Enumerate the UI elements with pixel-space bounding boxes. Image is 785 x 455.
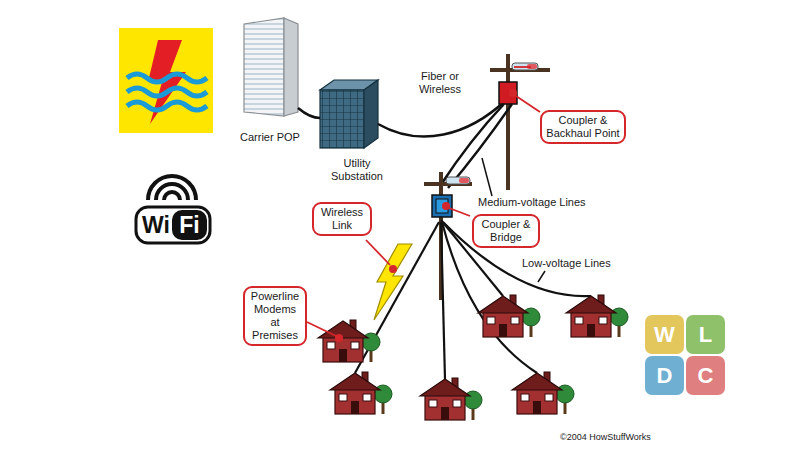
logo-word: Fi xyxy=(172,211,207,239)
illustration-part xyxy=(298,108,320,118)
house xyxy=(566,295,628,337)
utility-logo xyxy=(119,28,213,133)
wifi-logo xyxy=(136,176,210,243)
line-label: Medium-voltage Lines xyxy=(478,196,598,209)
illustration-part xyxy=(441,222,445,379)
callout-text: Coupler & Bridge xyxy=(478,218,534,244)
illustration-part xyxy=(389,265,397,273)
illustration-part xyxy=(172,210,207,240)
callout-text: Coupler & Backhaul Point xyxy=(546,114,620,140)
illustration-part xyxy=(499,82,517,104)
logo-wave xyxy=(127,88,207,96)
illustration-part xyxy=(148,176,196,200)
illustration-part xyxy=(284,18,298,116)
illustration-part xyxy=(366,240,390,265)
callout-text: Powerline Modems at Premises xyxy=(249,290,301,342)
illustration-part xyxy=(686,356,725,395)
illustration-part xyxy=(156,184,188,200)
callout-box: Coupler & Bridge xyxy=(472,214,540,248)
illustration-part xyxy=(512,63,538,70)
illustration-part xyxy=(307,322,336,336)
logo-letter: W xyxy=(645,315,684,354)
callout-box: Coupler & Backhaul Point xyxy=(540,110,626,144)
illustration-part xyxy=(164,192,180,200)
illustration-part xyxy=(448,104,512,188)
building-label: Utility Substation xyxy=(325,157,389,183)
illustration-part xyxy=(449,208,470,216)
logo-ground xyxy=(119,28,213,133)
house xyxy=(478,295,540,337)
logo-wave xyxy=(127,74,207,82)
label-leader xyxy=(482,158,492,196)
logo-letter: C xyxy=(686,356,725,395)
illustration-part xyxy=(645,315,684,354)
line-label: Low-voltage Lines xyxy=(522,257,626,270)
building-label: Carrier POP xyxy=(240,131,310,144)
house xyxy=(420,378,482,420)
illustration-part xyxy=(514,66,531,68)
illustration-part xyxy=(686,315,725,354)
illustration-part xyxy=(645,356,684,395)
illustration-part xyxy=(506,54,510,190)
substation-building xyxy=(320,80,378,148)
callout-box: Powerline Modems at Premises xyxy=(243,286,307,346)
copyright-note: ©2004 HowStuffWorks xyxy=(560,431,680,444)
house xyxy=(330,372,392,414)
house xyxy=(318,320,380,362)
house xyxy=(512,372,574,414)
illustration-part xyxy=(432,195,452,217)
illustration-part xyxy=(442,202,450,210)
callout-text: Wireless Link xyxy=(318,206,366,232)
illustration-part xyxy=(335,334,343,342)
illustration-part xyxy=(446,177,470,184)
illustration-part xyxy=(320,90,364,148)
medium-voltage-line xyxy=(440,104,512,188)
logo-word: Wi xyxy=(139,211,173,239)
illustration-part xyxy=(459,178,469,183)
wldc-logo xyxy=(645,315,725,395)
logo-letter: L xyxy=(686,315,725,354)
fiber-line xyxy=(298,100,506,136)
illustration-part xyxy=(516,96,540,112)
logo-wave xyxy=(127,102,207,110)
illustration-part xyxy=(378,100,506,136)
line-label: Fiber or Wireless xyxy=(412,70,468,96)
illustration-part xyxy=(244,18,284,116)
illustration-part xyxy=(136,207,210,243)
callout-box: Wireless Link xyxy=(312,202,372,236)
illustration-part xyxy=(509,89,517,97)
logo-letter: D xyxy=(645,356,684,395)
illustration-part xyxy=(440,104,504,186)
label-leader xyxy=(538,271,545,282)
carrier-pop-building xyxy=(244,18,298,116)
illustration-part xyxy=(364,80,378,148)
